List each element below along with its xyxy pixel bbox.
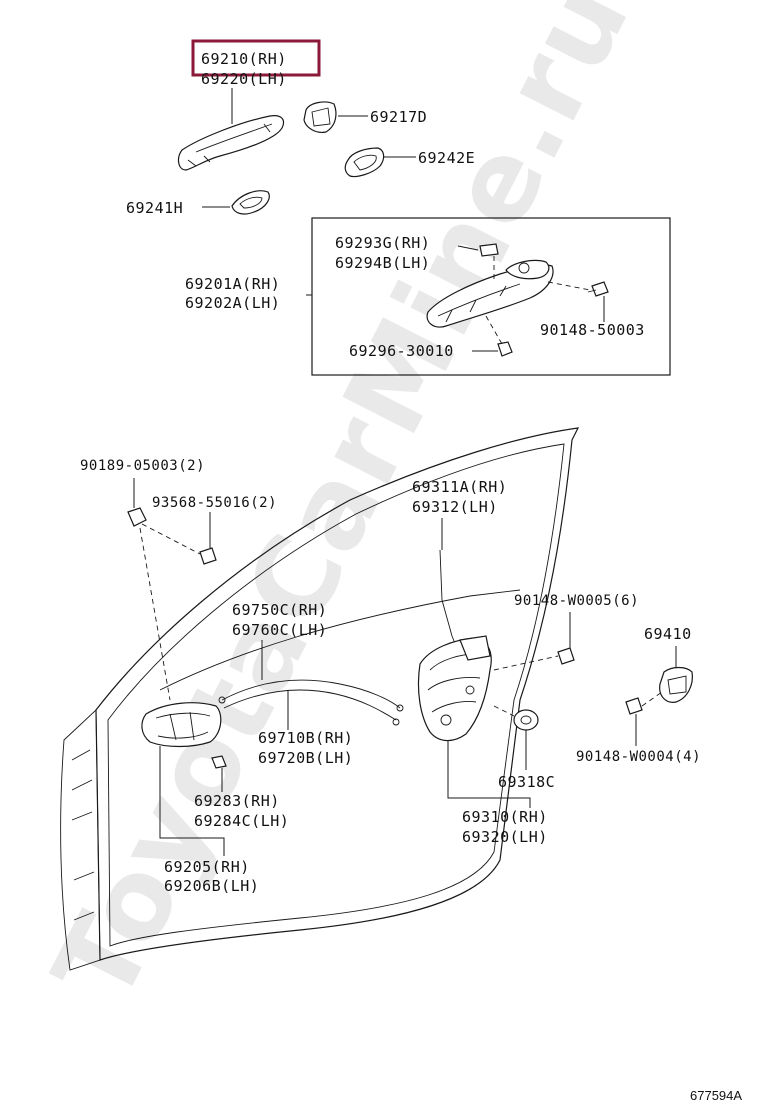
- label-69294B[interactable]: 69294B(LH): [335, 254, 430, 272]
- screw-90148-W0004-shape: [625, 697, 643, 715]
- screw-69296-30010-shape: [497, 341, 513, 357]
- label-69318C[interactable]: 69318C: [498, 773, 555, 791]
- outside-handle-shape: [177, 115, 285, 171]
- drawing-number: 677594A: [690, 1088, 742, 1103]
- cables-shape: [218, 679, 404, 726]
- label-69760C[interactable]: 69760C(LH): [232, 621, 327, 639]
- cap-69217D-shape: [303, 101, 337, 133]
- dash-w0004: [641, 691, 663, 707]
- inside-handle-shape: [141, 702, 222, 748]
- label-69241H[interactable]: 69241H: [126, 199, 183, 217]
- label-93568-55016[interactable]: 93568-55016(2): [152, 495, 277, 511]
- label-69205[interactable]: 69205(RH): [164, 858, 250, 876]
- label-69206B[interactable]: 69206B(LH): [164, 877, 259, 895]
- label-69220[interactable]: 69220(LH): [201, 70, 287, 88]
- gasket-69242E-shape: [344, 147, 385, 178]
- label-69310[interactable]: 69310(RH): [462, 808, 548, 826]
- dash-w0005: [493, 655, 559, 671]
- leader-69293G: [457, 245, 479, 251]
- gasket-69241H-shape: [231, 190, 270, 215]
- highlight-box: [191, 39, 321, 77]
- label-69210[interactable]: 69210(RH): [201, 50, 287, 68]
- label-90148-W0005[interactable]: 90148-W0005(6): [514, 593, 639, 609]
- clip-90189-05003-shape: [127, 507, 147, 527]
- watermark-text: ToyotaCarMine.ru: [29, 0, 654, 1022]
- door-panel-shape: [60, 427, 580, 971]
- label-69312[interactable]: 69312(LH): [412, 498, 498, 516]
- handle-frame-shape: [426, 243, 554, 328]
- label-90189-05003[interactable]: 90189-05003(2): [80, 458, 205, 474]
- door-lock-shape: [417, 635, 492, 742]
- dash-90148-50003: [547, 281, 591, 291]
- leader-69310: [447, 740, 531, 808]
- label-69202A[interactable]: 69202A(LH): [185, 294, 280, 312]
- striker-69410-shape: [659, 666, 693, 703]
- screw-93568-55016-shape: [199, 547, 217, 565]
- label-90148-50003[interactable]: 90148-50003: [540, 321, 645, 339]
- label-69283[interactable]: 69283(RH): [194, 792, 280, 810]
- clip-69283-shape: [211, 755, 227, 769]
- label-69311A[interactable]: 69311A(RH): [412, 478, 507, 496]
- screw-90148-W0005-shape: [557, 647, 575, 665]
- label-69410[interactable]: 69410: [644, 625, 692, 643]
- frame-box: [311, 217, 671, 376]
- label-69710B[interactable]: 69710B(RH): [258, 729, 353, 747]
- dash-clip: [141, 523, 201, 555]
- label-69750C[interactable]: 69750C(RH): [232, 601, 327, 619]
- label-69720B[interactable]: 69720B(LH): [258, 749, 353, 767]
- label-69296-30010[interactable]: 69296-30010: [349, 342, 454, 360]
- rod-69311A-shape: [439, 549, 457, 647]
- dash-69318C: [493, 705, 515, 717]
- screw-90148-50003-shape: [587, 281, 609, 297]
- label-69320[interactable]: 69320(LH): [462, 828, 548, 846]
- grommet-69318C-shape: [513, 709, 539, 731]
- leader-69205: [159, 746, 225, 856]
- dash-clip-down: [139, 527, 171, 701]
- label-69242E[interactable]: 69242E: [418, 149, 475, 167]
- label-90148-W0004[interactable]: 90148-W0004(4): [576, 749, 701, 765]
- label-69284C[interactable]: 69284C(LH): [194, 812, 289, 830]
- label-69217D[interactable]: 69217D: [370, 108, 427, 126]
- label-69293G[interactable]: 69293G(RH): [335, 234, 430, 252]
- label-69201A[interactable]: 69201A(RH): [185, 275, 280, 293]
